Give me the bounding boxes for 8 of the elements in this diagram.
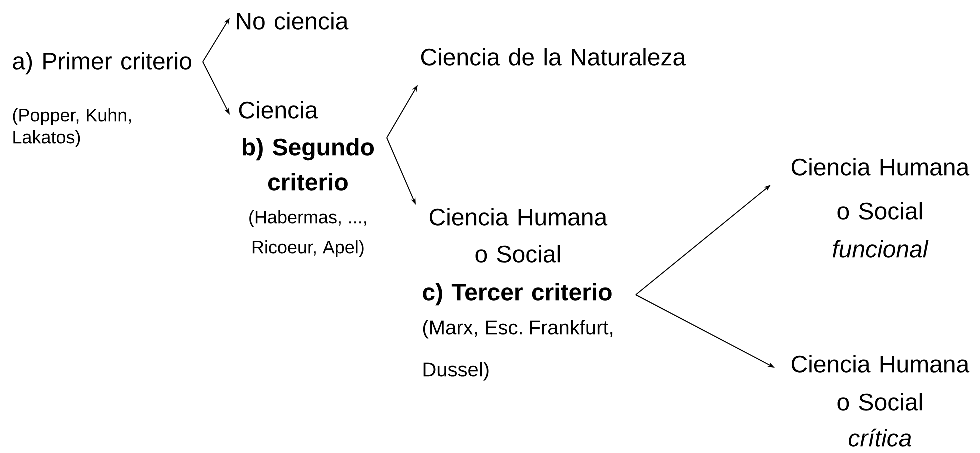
category-text: Ciencia: [239, 101, 318, 119]
criterion-text: c) Tercer criterio (Marx, Esc. Frankfurt, Dussel): [423, 283, 613, 381]
category-text: No ciencia: [237, 12, 349, 30]
category-text: Ciencia Humana o Social funcional: [792, 158, 970, 258]
criterion-text: b) Segundo criterio (Habermas, ..., Ricoeur, Apel): [243, 138, 374, 258]
criterion-text: a) Primer criterio (Popper, Kuhn, Lakatos): [13, 52, 192, 148]
category-text: Ciencia Humana o Social crítica: [792, 355, 970, 447]
category-text: Ciencia de la Naturaleza: [421, 48, 686, 66]
